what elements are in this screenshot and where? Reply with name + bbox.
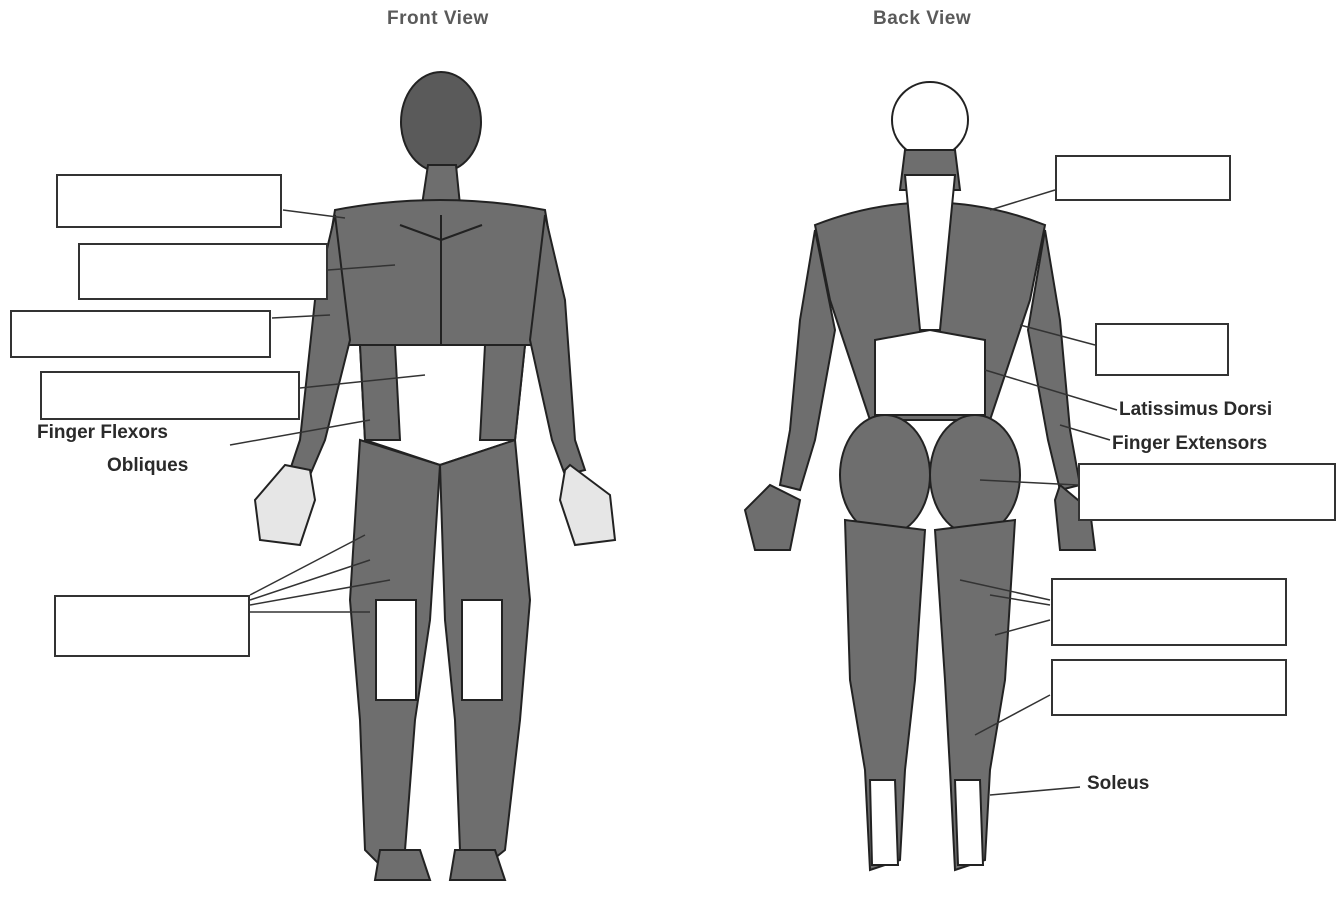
label-box[interactable] [1055,155,1231,201]
label-box[interactable] [1051,578,1287,646]
finger-extensors-label: Finger Extensors [1112,433,1267,455]
latissimus-dorsi-label: Latissimus Dorsi [1119,399,1272,421]
label-box[interactable] [56,174,282,228]
label-box[interactable] [1095,323,1229,376]
back-figure [745,82,1095,870]
front-figure [255,72,615,880]
label-box[interactable] [78,243,328,300]
finger-flexors-label: Finger Flexors [37,422,168,444]
label-box[interactable] [54,595,250,657]
label-box[interactable] [40,371,300,420]
label-box[interactable] [1078,463,1336,521]
obliques-label: Obliques [107,455,188,477]
soleus-label: Soleus [1087,773,1149,795]
label-box[interactable] [1051,659,1287,716]
label-box[interactable] [10,310,271,358]
